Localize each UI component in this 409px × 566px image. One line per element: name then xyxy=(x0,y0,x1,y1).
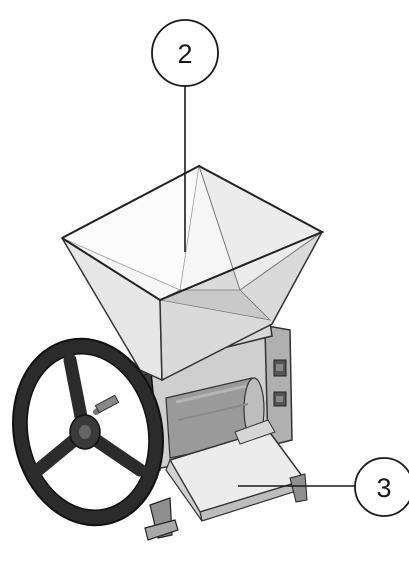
callout-3-number: 3 xyxy=(376,473,391,503)
callout-2-number: 2 xyxy=(177,39,192,69)
